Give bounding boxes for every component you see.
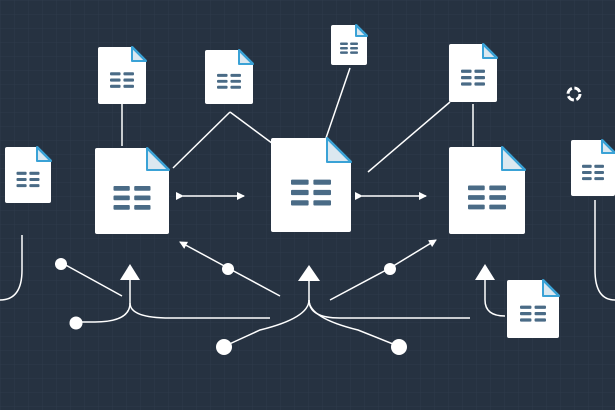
branch-paths bbox=[76, 280, 506, 347]
arrow-diagonal-1 bbox=[179, 241, 229, 269]
document-icon bbox=[95, 147, 170, 234]
node-dot bbox=[216, 339, 232, 355]
document-icons bbox=[5, 24, 615, 338]
node-dot bbox=[55, 258, 67, 270]
document-icon bbox=[449, 146, 526, 234]
document-icon bbox=[449, 43, 498, 102]
node-dot bbox=[384, 263, 396, 275]
connector-lines bbox=[0, 67, 615, 301]
arrow-diagonal-2 bbox=[389, 239, 437, 269]
document-icon bbox=[331, 24, 368, 65]
node-dot bbox=[391, 339, 407, 355]
document-icon bbox=[507, 279, 560, 338]
node-dots bbox=[55, 258, 407, 355]
diagonal-arrows bbox=[61, 239, 437, 301]
triangle-marker-right bbox=[475, 264, 495, 280]
document-icon bbox=[571, 139, 615, 196]
document-icon bbox=[271, 137, 352, 232]
triangle-markers bbox=[120, 264, 495, 281]
triangle-marker-left bbox=[120, 264, 140, 280]
node-dot bbox=[222, 263, 234, 275]
loading-ring-icon bbox=[566, 86, 582, 102]
document-icon bbox=[98, 46, 147, 104]
document-icon bbox=[205, 49, 254, 104]
document-icon bbox=[5, 146, 52, 203]
node-dot bbox=[69, 316, 83, 330]
triangle-marker-center bbox=[298, 265, 320, 281]
